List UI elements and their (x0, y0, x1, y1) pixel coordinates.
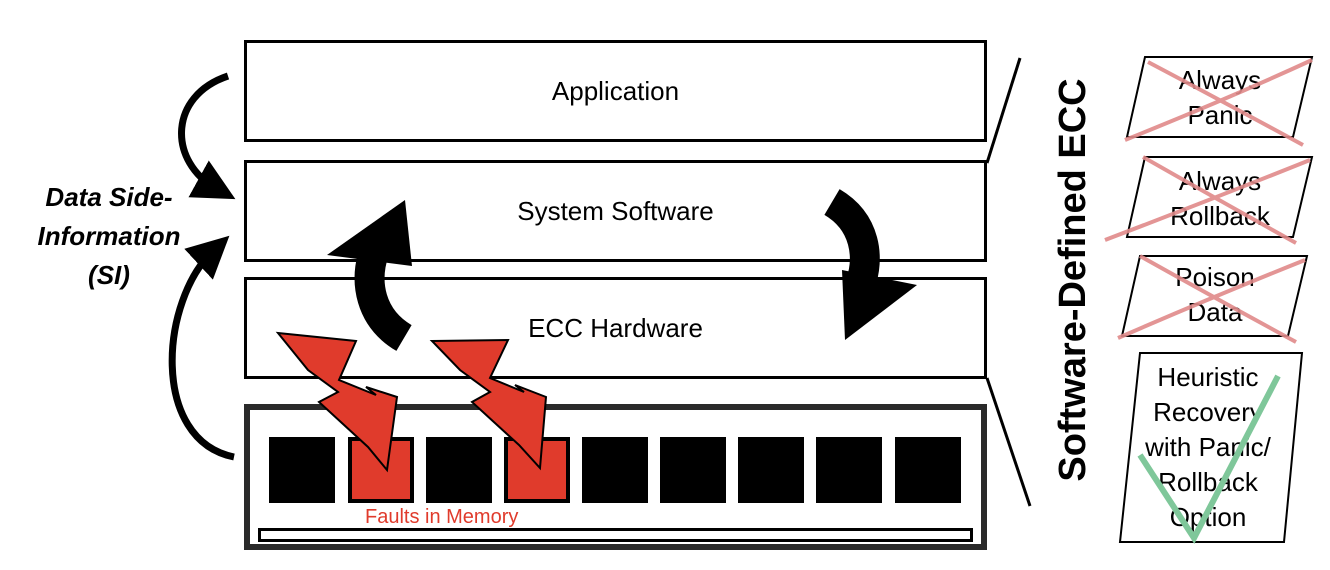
curved-arrow-top-icon (178, 72, 236, 200)
option-always-rollback-text: Always Rollback (1170, 166, 1270, 231)
memory-chip (582, 437, 648, 503)
si-line-3: (SI) (88, 260, 130, 290)
application-layer: Application (244, 40, 987, 142)
side-information-label: Data Side- Information (SI) (0, 178, 218, 295)
system-software-layer: System Software (244, 160, 987, 262)
system-software-label: System Software (517, 195, 714, 226)
memory-chip (660, 437, 726, 503)
memory-chip (426, 437, 492, 503)
memory-chip-faulty (348, 437, 414, 503)
software-defined-ecc-title: Software-Defined ECC (1052, 78, 1094, 482)
faults-in-memory-label: Faults in Memory (365, 506, 519, 528)
si-line-1: Data Side- (45, 182, 173, 212)
ecc-hardware-layer: ECC Hardware (244, 277, 987, 379)
si-line-2: Information (37, 221, 181, 251)
option-heuristic-recovery-text: Heuristic Recovery with Panic/ Rollback … (1145, 362, 1271, 532)
memory-chip-faulty (504, 437, 570, 503)
application-label: Application (551, 75, 680, 106)
memory-connector-strip (258, 528, 973, 542)
zoom-line-bottom (985, 377, 1032, 507)
option-poison-data-text: Poison Data (1175, 262, 1255, 327)
zoom-line-top (985, 57, 1022, 164)
memory-chip (816, 437, 882, 503)
memory-chip (738, 437, 804, 503)
option-always-panic-text: Always Panic (1178, 65, 1262, 130)
memory-chip (895, 437, 961, 503)
memory-chip (269, 437, 335, 503)
ecc-hardware-label: ECC Hardware (528, 312, 703, 343)
